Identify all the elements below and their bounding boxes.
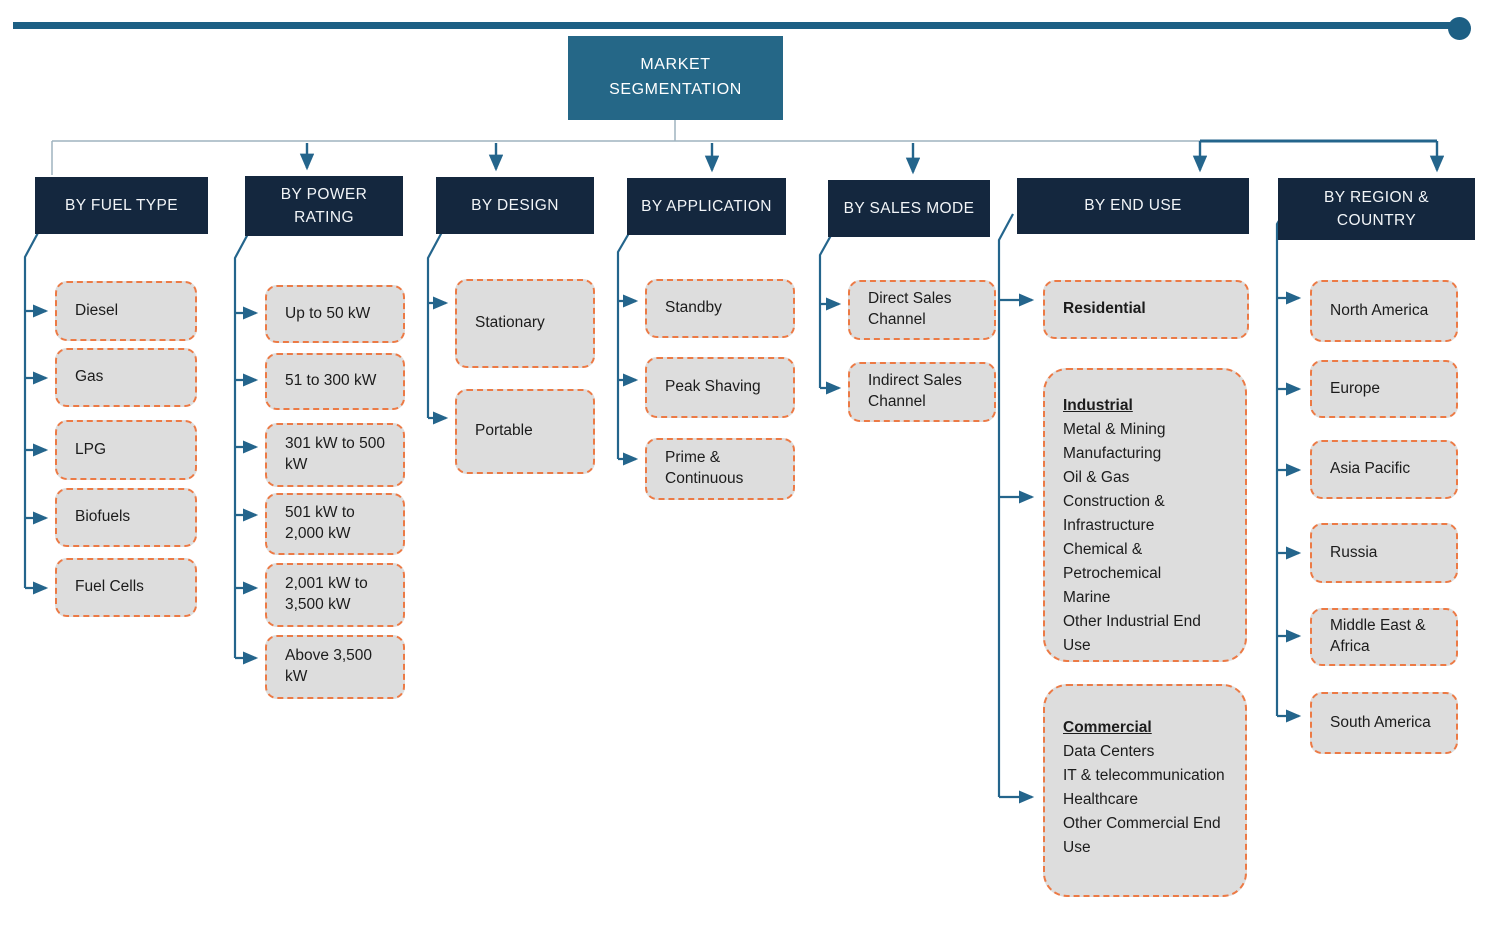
node-direct-sales: Direct Sales Channel — [848, 280, 996, 340]
node-standby: Standby — [645, 279, 795, 338]
spine-end-use — [997, 213, 1014, 797]
node-russia: Russia — [1310, 523, 1458, 583]
commercial-group-title: Commercial — [1063, 719, 1152, 736]
industrial-group-title: Industrial — [1063, 397, 1133, 414]
node-up-to-50kw: Up to 50 kW — [265, 285, 405, 343]
node-middle-east-africa: Middle East & Africa — [1310, 608, 1458, 666]
node-europe: Europe — [1310, 360, 1458, 418]
arrow-branch-lines — [299, 139, 1445, 175]
node-stationary: Stationary — [455, 279, 595, 368]
node-portable: Portable — [455, 389, 595, 474]
node-north-america: North America — [1310, 280, 1458, 342]
node-peak-shaving: Peak Shaving — [645, 357, 795, 418]
spine-design — [426, 231, 443, 418]
node-indirect-sales: Indirect Sales Channel — [848, 362, 996, 422]
node-asia-pacific: Asia Pacific — [1310, 440, 1458, 499]
spine-power-rating — [233, 231, 250, 658]
header-fuel-type: BY FUEL TYPE — [35, 177, 208, 234]
spine-fuel-type — [23, 230, 40, 588]
header-region-country: BY REGION & COUNTRY — [1278, 178, 1475, 240]
top-rule-endpoint-dot — [1448, 17, 1471, 40]
node-residential: Residential — [1043, 280, 1249, 339]
node-lpg: LPG — [55, 420, 197, 480]
node-2001-3500kw: 2,001 kW to 3,500 kW — [265, 563, 405, 627]
node-commercial-group: Commercial Data Centers IT & telecommuni… — [1043, 684, 1247, 897]
spine-region-country — [1275, 203, 1290, 716]
node-51-300kw: 51 to 300 kW — [265, 353, 405, 410]
header-design: BY DESIGN — [436, 177, 594, 234]
node-301-500kw: 301 kW to 500 kW — [265, 423, 405, 487]
node-diesel: Diesel — [55, 281, 197, 341]
node-gas: Gas — [55, 348, 197, 407]
node-prime-continuous: Prime & Continuous — [645, 438, 795, 500]
node-fuel-cells: Fuel Cells — [55, 558, 197, 617]
spine-application — [616, 227, 633, 459]
industrial-group-items: Metal & Mining Manufacturing Oil & Gas C… — [1063, 421, 1201, 655]
commercial-group-items: Data Centers IT & telecommunication Heal… — [1063, 743, 1225, 857]
node-501-2000kw: 501 kW to 2,000 kW — [265, 493, 405, 555]
header-power-rating: BY POWER RATING — [245, 176, 403, 236]
spine-sales-mode — [818, 229, 835, 388]
top-rule-line — [13, 22, 1460, 29]
header-sales-mode: BY SALES MODE — [828, 180, 990, 237]
header-end-use: BY END USE — [1017, 178, 1249, 234]
root-node-market-segmentation: MARKET SEGMENTATION — [568, 36, 783, 120]
node-south-america: South America — [1310, 692, 1458, 754]
node-biofuels: Biofuels — [55, 488, 197, 547]
node-above-3500kw: Above 3,500 kW — [265, 635, 405, 699]
thin-branch-lines — [51, 120, 1240, 175]
node-industrial-group: Industrial Metal & Mining Manufacturing … — [1043, 368, 1247, 662]
header-application: BY APPLICATION — [627, 178, 786, 235]
